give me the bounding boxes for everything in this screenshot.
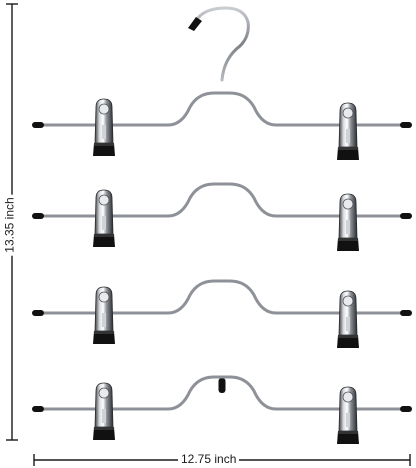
hanger-clip (92, 382, 116, 441)
bar-end-cap (400, 406, 412, 412)
tier-bar (38, 91, 406, 127)
hanger-clip (336, 102, 360, 161)
hanger-clip (336, 193, 360, 252)
center-rod-cap (218, 378, 226, 393)
bar-end-cap (400, 122, 412, 128)
hook-tip (188, 17, 202, 31)
bar-end-cap (32, 406, 44, 412)
bar-end-cap (400, 310, 412, 316)
height-label: 13.35 inch (2, 194, 17, 256)
hanger-clip (92, 286, 116, 345)
hanger-clip (336, 290, 360, 349)
hanger-hook (196, 6, 250, 82)
bar-end-cap (32, 310, 44, 316)
hanger-clips (32, 98, 412, 445)
bar-end-cap (400, 213, 412, 219)
hanger-clip (92, 189, 116, 248)
tier-bar (38, 279, 406, 315)
tier-bar (38, 182, 406, 218)
tier-bar (38, 375, 406, 411)
hanger-tiers (38, 91, 406, 411)
hanger-clip (336, 386, 360, 445)
hanger-clip (92, 98, 116, 157)
width-label: 12.75 inch (178, 452, 240, 466)
bar-end-cap (32, 213, 44, 219)
bar-end-cap (32, 122, 44, 128)
